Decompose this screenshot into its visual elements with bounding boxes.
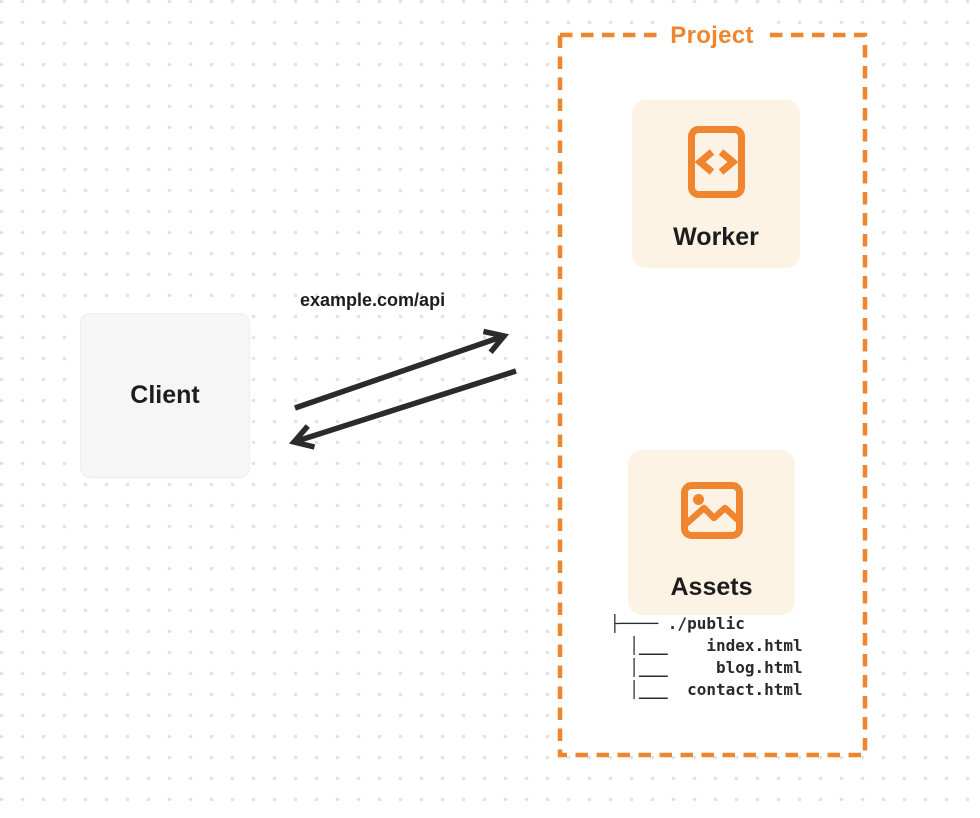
worker-node: Worker	[632, 100, 800, 268]
project-label: Project	[661, 20, 763, 52]
request-arrow	[294, 328, 509, 411]
response-arrow	[288, 368, 517, 450]
assets-file-tree: ├──── ./public │___ index.html │___ blog…	[610, 614, 803, 699]
client-node: Client	[80, 313, 250, 478]
request-url-label: example.com/api	[300, 290, 446, 310]
worker-node-label: Worker	[673, 223, 759, 251]
assets-node-label: Assets	[670, 573, 753, 601]
code-file-icon	[687, 126, 745, 203]
image-icon	[680, 482, 743, 544]
assets-node: Assets	[628, 450, 795, 615]
client-node-label: Client	[130, 381, 200, 409]
